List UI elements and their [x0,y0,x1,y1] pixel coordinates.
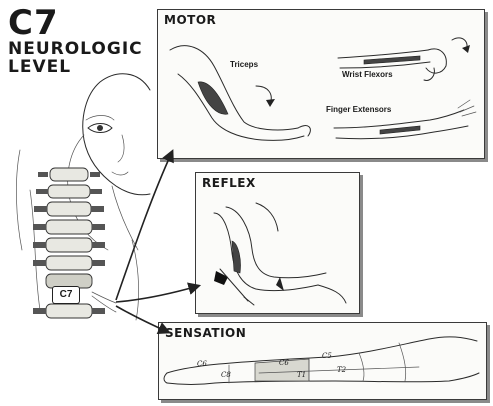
motor-panel: MOTOR Triceps Wrist Flexors Finger Exten… [157,9,485,159]
triceps-label: Triceps [230,60,259,69]
diagram-title: C7 NEUROLOGIC LEVEL [8,6,143,76]
reflex-illustration [213,202,347,306]
c7-level-badge: C7 [52,286,80,304]
level-heading: C7 [8,3,59,43]
sensation-panel-title: SENSATION [165,326,247,340]
motor-panel-title: MOTOR [164,13,217,27]
reflex-panel: REFLEX [195,172,360,314]
sensation-illustration [163,336,480,385]
reflex-panel-title: REFLEX [202,176,256,190]
sensation-panel: SENSATION C6 C6 C5 C8 T1 T2 [158,322,487,400]
dermatome-c6-forearm: C6 [279,359,289,367]
title-line-neurologic: NEUROLOGIC [8,39,143,59]
dermatome-c5: C5 [322,352,332,360]
dermatome-t1: T1 [297,371,307,379]
finger-extensors-label: Finger Extensors [326,105,392,114]
dermatome-c6-hand: C6 [197,360,207,368]
title-line-level: LEVEL [8,57,72,77]
wrist-flexors-label: Wrist Flexors [342,70,393,79]
dermatome-t2: T2 [337,366,347,374]
dermatome-c8: C8 [221,371,231,379]
motor-illustration [169,37,477,141]
